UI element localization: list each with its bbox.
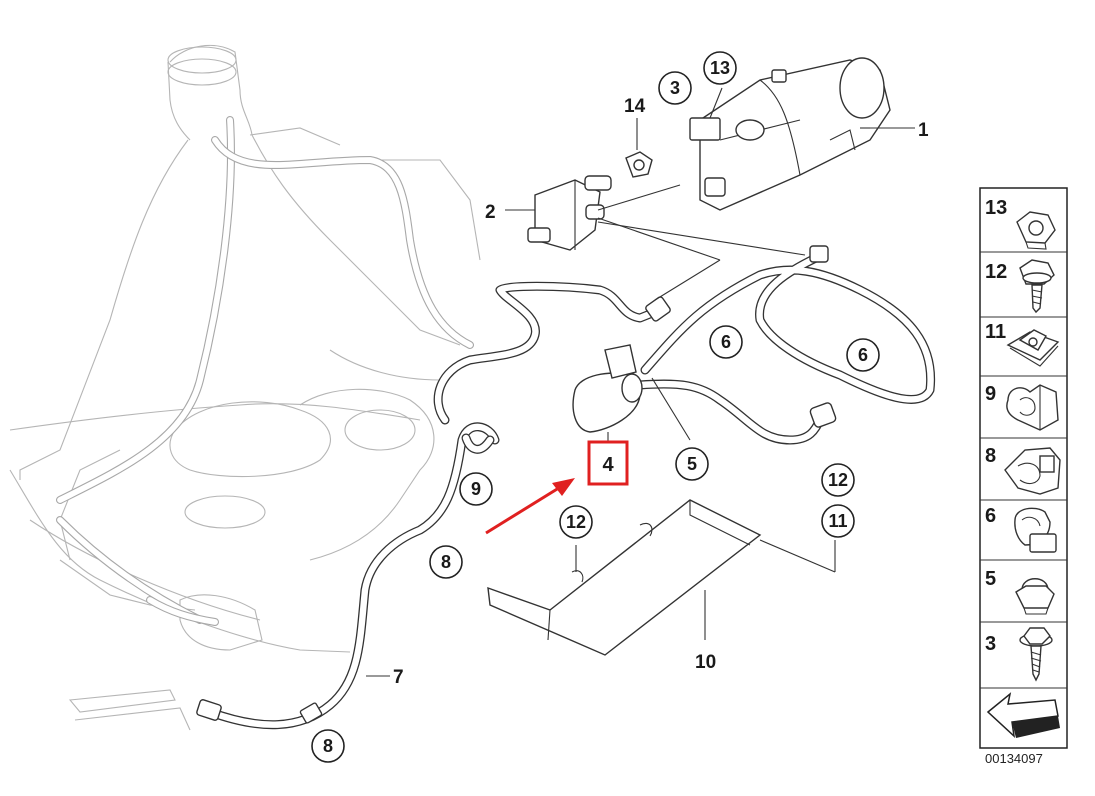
- callout-12b-circle: [821, 463, 855, 497]
- clip-nut-icon: [1006, 329, 1060, 367]
- callout-11: 11: [828, 511, 847, 531]
- callout-9: 9: [471, 479, 481, 499]
- fuel-tank-background: [9, 44, 481, 731]
- parts-list-label-3: 3: [985, 633, 996, 655]
- callout-3-circle: [658, 71, 692, 105]
- hose-holder-icon: [1014, 507, 1057, 553]
- callout-8a-circle: [429, 545, 463, 579]
- doc-number: 00134097: [985, 751, 1043, 766]
- vent-hose-upper: [433, 281, 671, 454]
- callout-8a: 8: [441, 552, 451, 572]
- parts-list-label-13: 13: [985, 197, 1007, 219]
- parts-list-item-6[interactable]: 6: [985, 505, 1057, 553]
- callout-13-circle: [703, 51, 737, 85]
- parts-list-panel: 13 12 11: [979, 187, 1068, 749]
- parts-list-item-8[interactable]: 8: [985, 445, 1061, 495]
- callout-5: 5: [687, 454, 697, 474]
- callout-6a: 6: [721, 332, 731, 352]
- tank-hoses: [56, 116, 474, 626]
- hex-bolt-icon: [1019, 259, 1055, 314]
- parts-list-label-8: 8: [985, 445, 996, 467]
- hose-6-loop: [640, 245, 936, 404]
- callout-6a-circle: [709, 325, 743, 359]
- parts-list-label-5: 5: [985, 568, 996, 590]
- hex-nut-icon: [1016, 211, 1056, 250]
- parts-list-label-12: 12: [985, 261, 1007, 283]
- cap-nut-icon: [1015, 578, 1055, 615]
- hose-5-line: [635, 379, 837, 445]
- nut-part-14: [625, 151, 653, 178]
- callout-9-circle: [459, 472, 493, 506]
- parts-list-item-5[interactable]: 5: [985, 568, 1055, 615]
- parts-list-item-3[interactable]: 3: [985, 627, 1053, 682]
- callout-12a-circle: [559, 505, 593, 539]
- leader-lines: [366, 87, 915, 677]
- parts-list-item-13[interactable]: 13: [985, 197, 1056, 250]
- callout-10: 10: [695, 652, 716, 673]
- callout-labels: 1 2 3 13 14 6 6 4 5 9 8 8 7 12 12 11 10: [311, 51, 929, 763]
- callout-14: 14: [624, 96, 646, 117]
- pointer-arrow: [485, 478, 575, 535]
- parts-list-label-9: 9: [985, 383, 996, 405]
- part-4-highlight-box: [587, 440, 629, 486]
- callout-8b: 8: [323, 736, 333, 756]
- callout-8b-circle: [311, 729, 345, 763]
- screw-icon: [1019, 627, 1053, 682]
- callout-12b: 12: [828, 470, 848, 490]
- parts-list-item-12[interactable]: 12: [985, 259, 1055, 314]
- callout-6b: 6: [858, 345, 868, 365]
- shield-part-10: [487, 499, 762, 656]
- callout-1: 1: [918, 120, 929, 141]
- callout-2: 2: [485, 202, 496, 223]
- callout-13: 13: [710, 58, 730, 78]
- callout-6b-circle: [846, 338, 880, 372]
- callout-4: 4: [602, 454, 614, 476]
- pump-part-1: [689, 57, 891, 211]
- filter-part-4: [572, 344, 643, 433]
- hose-clamp-icon: [1006, 384, 1059, 431]
- valve-part-2: [527, 175, 612, 251]
- callout-3: 3: [670, 78, 680, 98]
- parts-list-item-9[interactable]: 9: [985, 383, 1059, 431]
- callout-12a: 12: [566, 512, 586, 532]
- parts-list-label-11: 11: [985, 321, 1006, 343]
- parts-list-item-11[interactable]: 11: [985, 321, 1060, 367]
- callout-11-circle: [821, 504, 855, 538]
- parts-list-label-6: 6: [985, 505, 996, 527]
- callout-5-circle: [675, 447, 709, 481]
- hose-clip-icon: [1004, 447, 1061, 495]
- arrow-icon[interactable]: [986, 692, 1060, 738]
- callout-7: 7: [393, 667, 404, 688]
